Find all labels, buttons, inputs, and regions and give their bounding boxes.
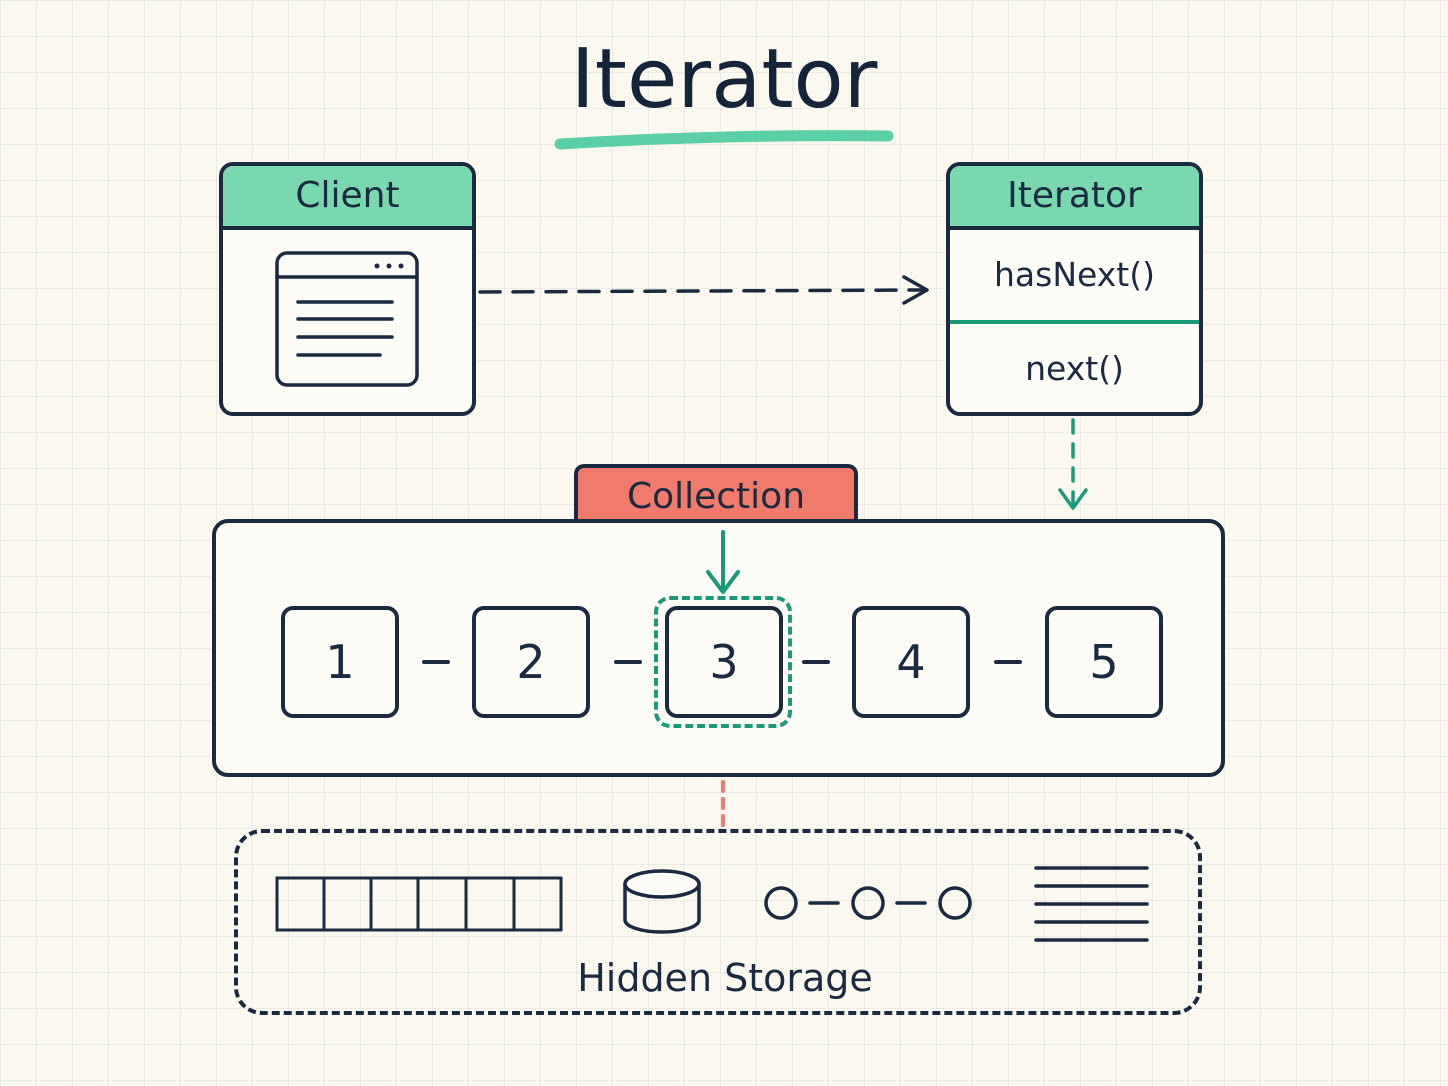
method-next: next() bbox=[1025, 349, 1124, 388]
collection-item: 4 bbox=[852, 606, 970, 718]
client-to-iterator-arrow bbox=[478, 275, 929, 305]
collection-item: 5 bbox=[1045, 606, 1163, 718]
client-box: Client bbox=[219, 162, 476, 416]
collection-item: 1 bbox=[281, 606, 399, 718]
diagram-title: Iterator bbox=[570, 32, 878, 127]
iterator-to-collection-arrow bbox=[1058, 418, 1088, 510]
title-underline bbox=[554, 130, 894, 150]
hidden-storage-label: Hidden Storage bbox=[577, 956, 873, 1000]
collection-tab: Collection bbox=[574, 464, 858, 524]
iterator-header: Iterator bbox=[950, 166, 1199, 230]
collection-item: 2 bbox=[472, 606, 590, 718]
current-item-highlight bbox=[654, 596, 792, 728]
hidden-storage-box bbox=[234, 829, 1202, 1015]
client-header: Client bbox=[223, 166, 472, 230]
method-has-next: hasNext() bbox=[950, 230, 1199, 324]
iterator-box: Iterator hasNext() next() bbox=[946, 162, 1203, 416]
collection-item-current: 3 bbox=[665, 606, 783, 718]
